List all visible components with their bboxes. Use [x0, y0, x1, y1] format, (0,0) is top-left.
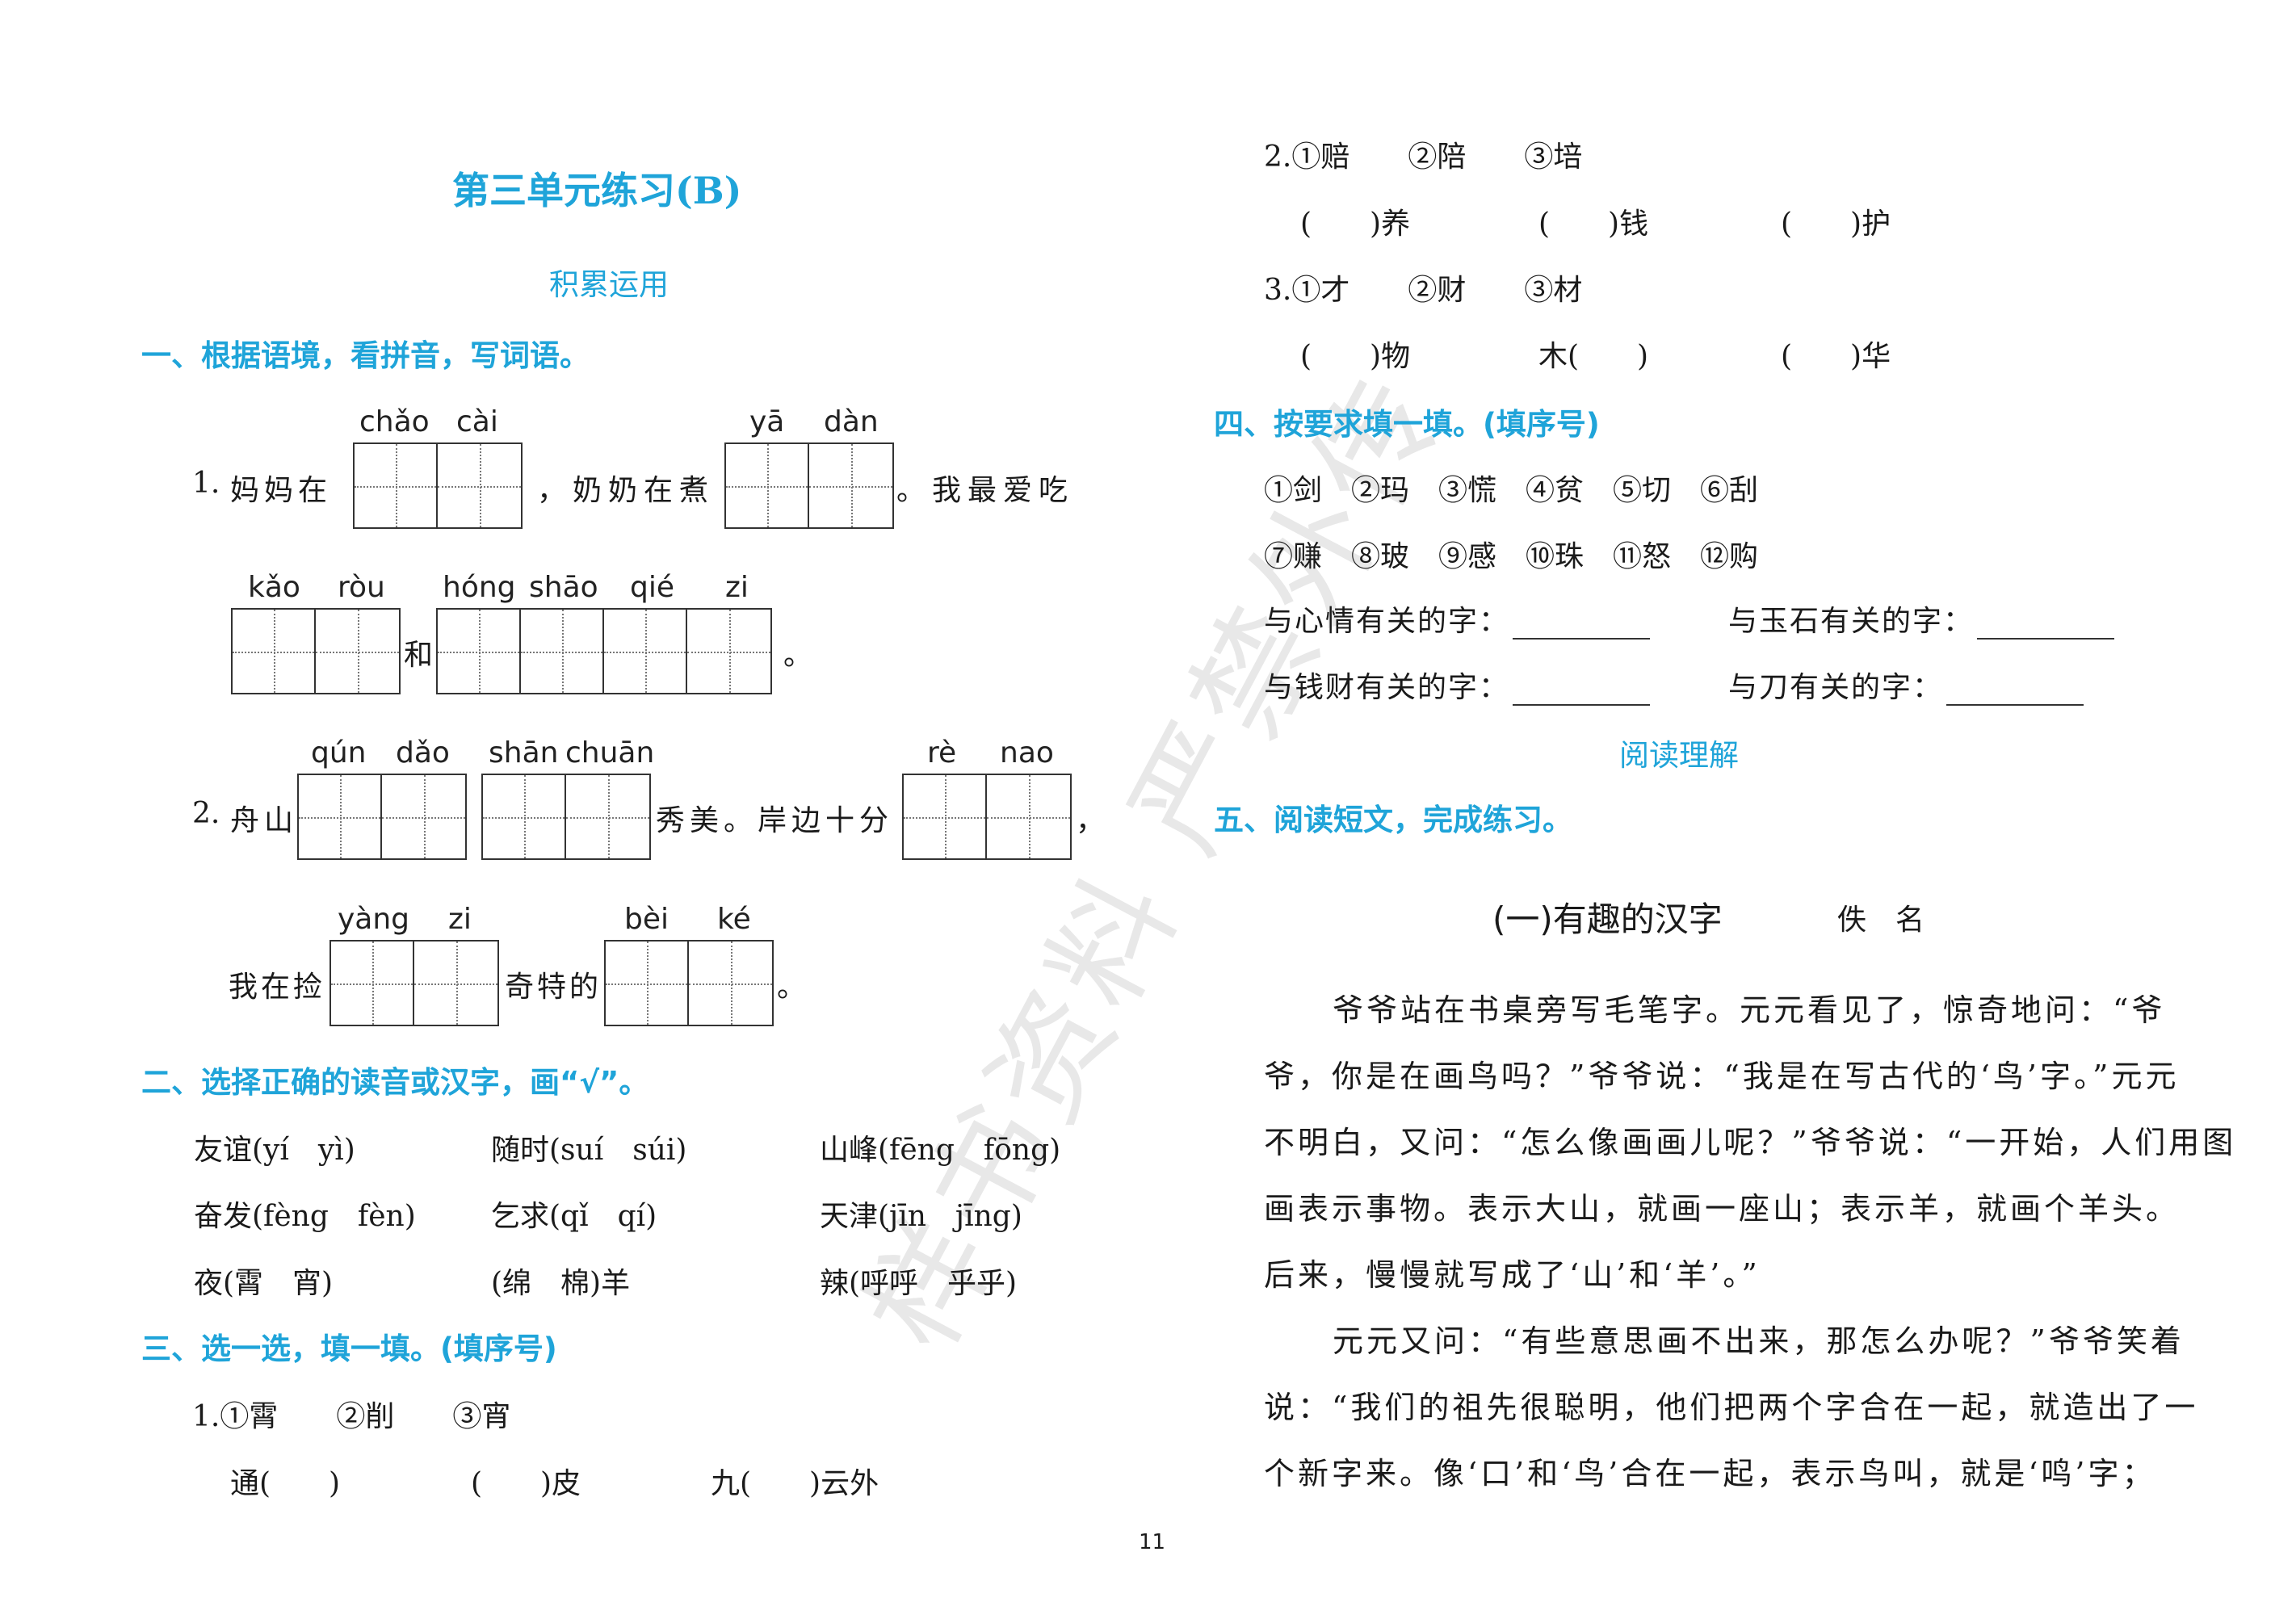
pinyin: yā	[749, 405, 785, 438]
page-number: 11	[1139, 1530, 1166, 1554]
question-options: 1.①霄 ②削 ③宵	[192, 1400, 511, 1433]
question-text: 我在捡	[229, 971, 326, 1004]
passage-line: 爷，你是在画鸟吗？”爷爷说：“我是在写古代的‘鸟’字。”元元	[1264, 1059, 2180, 1094]
pinyin: rè	[927, 736, 957, 770]
question-text: ，奶奶在煮	[537, 474, 716, 507]
answer-grid-yadan[interactable]	[724, 442, 894, 529]
pinyin: zi	[725, 571, 749, 604]
pinyin: shān	[489, 736, 559, 770]
section-subtitle: 积累运用	[549, 267, 669, 302]
fill-field[interactable]: 与钱财有关的字：	[1264, 664, 1651, 706]
pinyin: ké	[717, 903, 751, 936]
answer-line[interactable]	[1513, 614, 1651, 640]
answer-grid-chaocai[interactable]	[353, 442, 523, 529]
passage-line: 画表示事物。表示大山，就画一座山；表示羊，就画个羊头。	[1264, 1191, 2181, 1227]
story-title: (一)有趣的汉字	[1492, 900, 1723, 939]
answer-line[interactable]	[1977, 614, 2115, 640]
pinyin: zi	[448, 903, 472, 936]
field-label: 与心情有关的字：	[1264, 605, 1510, 638]
answer-grid-yangzi[interactable]	[329, 940, 499, 1026]
passage-line: 说：“我们的祖先很聪明，他们把两个字合在一起，就造出了一	[1264, 1390, 2199, 1425]
pinyin: hóng	[443, 571, 516, 604]
question-text: 妈妈在	[230, 474, 333, 507]
pinyin: shāo	[529, 571, 598, 604]
question-text: 。	[777, 971, 807, 1004]
section-subtitle: 阅读理解	[1619, 738, 1739, 773]
fill-blank[interactable]: 通( )	[230, 1467, 341, 1500]
question-text: ，	[1076, 804, 1106, 837]
field-label: 与玉石有关的字：	[1728, 605, 1975, 638]
choice-item[interactable]: (绵 棉)羊	[491, 1267, 631, 1300]
answer-grid-hongshaoqiezi[interactable]	[436, 608, 772, 694]
pinyin: ròu	[338, 571, 385, 604]
fill-blank[interactable]: ( )钱	[1538, 208, 1649, 241]
fill-blank[interactable]: 九( )云外	[711, 1467, 879, 1500]
fill-field[interactable]: 与玉石有关的字：	[1728, 598, 2115, 640]
answer-line[interactable]	[1513, 680, 1651, 706]
question-text: 秀美。岸边十分	[656, 804, 894, 837]
char-options-row: ⑦赚 ⑧玻 ⑨感 ⑩珠 ⑪怒 ⑫购	[1264, 540, 1759, 573]
choice-item[interactable]: 奋发(fèng fèn)	[194, 1200, 416, 1233]
question-text: 。	[783, 639, 813, 672]
section-4-heading: 四、按要求填一填。(填序号)	[1214, 407, 1600, 442]
pinyin: dàn	[824, 405, 879, 438]
section-3-heading: 三、选一选，填一填。(填序号)	[141, 1332, 557, 1366]
answer-grid-beike[interactable]	[604, 940, 774, 1026]
question-number: 2.	[192, 797, 220, 830]
field-label: 与钱财有关的字：	[1264, 671, 1510, 704]
fill-field[interactable]: 与刀有关的字：	[1728, 664, 2084, 706]
pinyin: chuān	[565, 736, 655, 770]
section-5-heading: 五、阅读短文，完成练习。	[1214, 803, 1572, 837]
fill-blank[interactable]: ( )华	[1781, 340, 1891, 373]
pinyin: chǎo	[359, 405, 430, 438]
passage-line: 元元又问：“有些意思画不出来，那怎么办呢？”爷爷笑着	[1333, 1323, 2185, 1359]
choice-item[interactable]: 山峰(fēng fōng)	[820, 1134, 1061, 1167]
fill-field[interactable]: 与心情有关的字：	[1264, 598, 1651, 640]
char-options-row: ①剑 ②玛 ③慌 ④贫 ⑤切 ⑥刮	[1264, 474, 1759, 507]
choice-item[interactable]: 友谊(yí yì)	[194, 1134, 355, 1167]
answer-grid-kaorou[interactable]	[231, 608, 401, 694]
choice-item[interactable]: 乞求(qǐ qí)	[491, 1200, 657, 1233]
question-number: 1.	[192, 467, 220, 500]
choice-item[interactable]: 随时(suí súi)	[491, 1134, 687, 1167]
passage-line: 不明白，又问：“怎么像画画儿呢？”爷爷说：“一开始，人们用图	[1264, 1125, 2237, 1160]
answer-grid-shanchuan[interactable]	[481, 774, 651, 860]
choice-item[interactable]: 天津(jīn jīng)	[820, 1200, 1022, 1233]
question-options: 2.①赔 ②陪 ③培	[1264, 140, 1583, 174]
question-text: 和	[404, 639, 434, 672]
passage-line: 个新字来。像‘口’和‘鸟’合在一起，表示鸟叫，就是‘鸣’字；	[1264, 1456, 2156, 1491]
question-options: 3.①才 ②财 ③材	[1264, 274, 1583, 307]
passage-line: 爷爷站在书桌旁写毛笔字。元元看见了，惊奇地问：“爷	[1333, 992, 2166, 1028]
fill-blank[interactable]: 木( )	[1538, 340, 1649, 373]
fill-blank[interactable]: ( )皮	[471, 1467, 581, 1500]
pinyin: bèi	[624, 903, 669, 936]
story-author: 佚 名	[1837, 904, 1925, 937]
pinyin: qún	[311, 736, 367, 770]
pinyin: qié	[630, 571, 675, 604]
passage-line: 后来，慢慢就写成了‘山’和‘羊’。”	[1264, 1257, 1761, 1293]
fill-blank[interactable]: ( )养	[1300, 208, 1411, 241]
pinyin: nao	[1000, 736, 1054, 770]
section-2-heading: 二、选择正确的读音或汉字，画“√”。	[141, 1065, 649, 1100]
choice-item[interactable]: 辣(呼呼 乎乎)	[820, 1267, 1018, 1300]
question-text: 。我最爱吃	[896, 474, 1075, 507]
answer-line[interactable]	[1946, 680, 2084, 706]
fill-blank[interactable]: ( )护	[1781, 208, 1891, 241]
section-1-heading: 一、根据语境，看拼音，写词语。	[141, 338, 590, 373]
pinyin: kǎo	[248, 571, 300, 604]
pinyin: cài	[456, 405, 498, 438]
choice-item[interactable]: 夜(霄 宵)	[194, 1267, 334, 1300]
pinyin: dǎo	[396, 736, 450, 770]
fill-blank[interactable]: ( )物	[1300, 340, 1411, 373]
pinyin: yàng	[338, 903, 410, 936]
question-text: 舟山	[230, 804, 299, 837]
answer-grid-renao[interactable]	[902, 774, 1072, 860]
field-label: 与刀有关的字：	[1728, 671, 1944, 704]
answer-grid-qundao[interactable]	[297, 774, 467, 860]
page-title: 第三单元练习(B)	[452, 169, 742, 212]
question-text: 奇特的	[505, 971, 602, 1004]
